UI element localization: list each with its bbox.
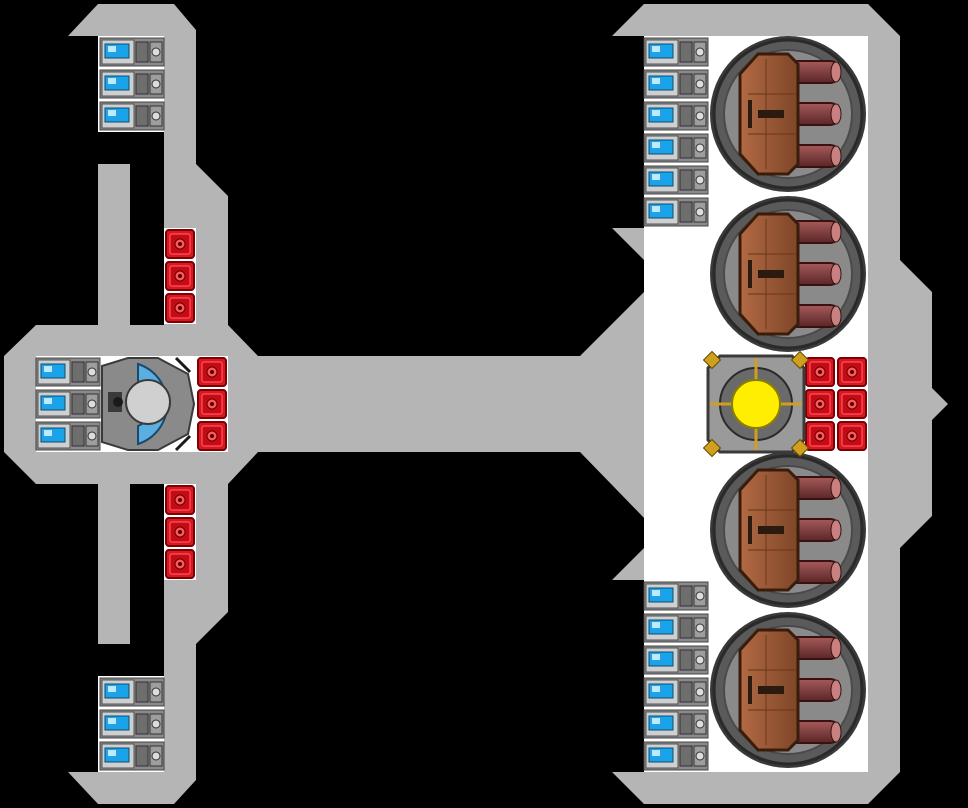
- cockpit-icon: [101, 356, 196, 452]
- armor-block-icon: [805, 357, 835, 387]
- battery-icon: [35, 421, 101, 451]
- armor-block-icon: [165, 293, 195, 323]
- armor-block-icon: [197, 389, 227, 419]
- cannon-turret-icon: [710, 612, 866, 768]
- armor-block-icon: [165, 485, 195, 515]
- armor-block-icon: [805, 389, 835, 419]
- armor-block-icon: [165, 517, 195, 547]
- cannon-turret-icon: [710, 36, 866, 192]
- armor-block-icon: [837, 389, 867, 419]
- battery-icon: [643, 709, 709, 739]
- battery-icon: [99, 69, 165, 99]
- battery-icon: [643, 613, 709, 643]
- battery-icon: [99, 741, 165, 771]
- battery-icon: [35, 389, 101, 419]
- battery-icon: [643, 677, 709, 707]
- battery-icon: [99, 37, 165, 67]
- armor-block-icon: [837, 357, 867, 387]
- battery-icon: [643, 165, 709, 195]
- hull-left-lower-wing: [68, 452, 258, 804]
- battery-icon: [643, 197, 709, 227]
- armor-block-icon: [165, 229, 195, 259]
- battery-icon: [643, 101, 709, 131]
- battery-icon: [99, 101, 165, 131]
- armor-block-icon: [805, 421, 835, 451]
- battery-icon: [643, 133, 709, 163]
- battery-icon: [643, 581, 709, 611]
- armor-block-icon: [197, 421, 227, 451]
- battery-icon: [643, 645, 709, 675]
- hull-spine: [228, 356, 648, 452]
- battery-icon: [643, 37, 709, 67]
- reactor-core-icon: [702, 350, 810, 458]
- armor-block-icon: [165, 549, 195, 579]
- battery-icon: [643, 69, 709, 99]
- battery-icon: [99, 677, 165, 707]
- armor-block-icon: [165, 261, 195, 291]
- battery-icon: [643, 741, 709, 771]
- battery-icon: [35, 357, 101, 387]
- battery-icon: [99, 709, 165, 739]
- hull-left-upper-wing: [68, 4, 258, 356]
- hull-spine-flare: [580, 290, 646, 520]
- armor-block-icon: [837, 421, 867, 451]
- armor-block-icon: [197, 357, 227, 387]
- cannon-turret-icon: [710, 452, 866, 608]
- cannon-turret-icon: [710, 196, 866, 352]
